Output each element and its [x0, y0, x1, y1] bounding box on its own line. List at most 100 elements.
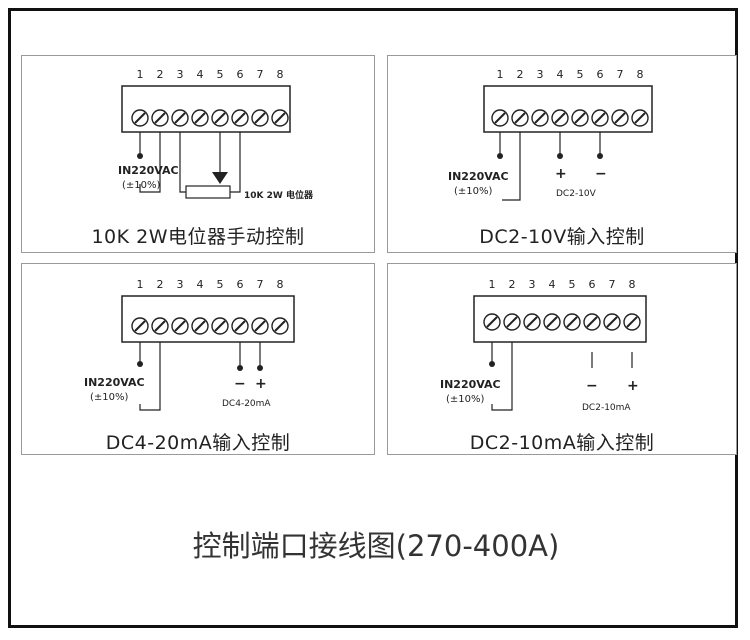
screw-slot [494, 112, 506, 124]
pin-number-1: 1 [137, 278, 144, 291]
pin-number-1: 1 [137, 68, 144, 81]
screw-slot [254, 320, 266, 332]
pin-number-3: 3 [529, 278, 536, 291]
input-voltage-label: IN220VAC [448, 170, 509, 183]
pin-number-6: 6 [589, 278, 596, 291]
screw-slot [614, 112, 626, 124]
screw-terminal-icon [251, 109, 269, 127]
pin-number-2: 2 [157, 68, 164, 81]
pin-number-8: 8 [629, 278, 636, 291]
wire-pin3 [179, 132, 186, 193]
tolerance-label: (±10%) [454, 186, 493, 197]
signal-label: DC2-10mA [582, 403, 631, 413]
screw-slot [594, 112, 606, 124]
pin-number-8: 8 [277, 278, 284, 291]
screw-slot [274, 320, 286, 332]
screw-terminal-icon [583, 313, 601, 331]
pin-number-5: 5 [577, 68, 584, 81]
minus-sign: − [586, 378, 598, 394]
screw-slot [254, 112, 266, 124]
panel-caption: DC2-10mA输入控制 [469, 432, 655, 454]
wire-pin1-dot [489, 361, 495, 367]
wiper-arrow-icon [212, 172, 228, 184]
wire-pin2 [491, 342, 513, 411]
screw-terminal-icon [531, 109, 549, 127]
screw-terminal-icon [543, 313, 561, 331]
terminal-screws [131, 109, 289, 127]
terminal-block [121, 295, 295, 343]
pin-number-2: 2 [517, 68, 524, 81]
screw-terminal-icon [231, 317, 249, 335]
pin-number-5: 5 [217, 68, 224, 81]
screw-terminal-icon [191, 317, 209, 335]
screw-terminal-icon [211, 317, 229, 335]
wire-pin2 [139, 132, 161, 193]
screw-terminal-icon [551, 109, 569, 127]
potentiometer-resistor [185, 185, 231, 199]
panel-caption: DC2-10V输入控制 [479, 226, 645, 248]
terminal-screws [491, 109, 649, 127]
wire-pin1-dot [497, 153, 503, 159]
wire-pin6 [230, 132, 241, 193]
wire-pin4-dot [557, 153, 563, 159]
pin-number-1: 1 [497, 68, 504, 81]
screw-slot [506, 316, 518, 328]
screw-terminal-icon [503, 313, 521, 331]
screw-slot [214, 112, 226, 124]
screw-terminal-icon [511, 109, 529, 127]
input-voltage-label: IN220VAC [440, 378, 501, 391]
plus-sign: + [255, 376, 267, 392]
screw-slot [234, 320, 246, 332]
screw-slot [214, 320, 226, 332]
tolerance-label: (±10%) [446, 394, 485, 405]
pin-number-7: 7 [257, 278, 264, 291]
wire-pin7-dot [257, 365, 263, 371]
screw-terminal-icon [563, 313, 581, 331]
tolerance-label: (±10%) [90, 392, 129, 403]
pin-number-5: 5 [217, 278, 224, 291]
panel-caption: 10K 2W电位器手动控制 [91, 226, 305, 248]
screw-terminal-icon [231, 109, 249, 127]
screw-terminal-icon [131, 317, 149, 335]
pin-number-3: 3 [177, 68, 184, 81]
terminal-block [483, 85, 653, 133]
pin-number-7: 7 [257, 68, 264, 81]
screw-slot [234, 112, 246, 124]
screw-slot [486, 316, 498, 328]
screw-slot [586, 316, 598, 328]
screw-terminal-icon [491, 109, 509, 127]
screw-slot [574, 112, 586, 124]
potentiometer-label: 10K 2W 电位器 [244, 189, 314, 201]
screw-terminal-icon [211, 109, 229, 127]
pin-number-2: 2 [157, 278, 164, 291]
page-title: 控制端口接线图(270-400A) [192, 529, 560, 563]
wire-pin2 [139, 342, 161, 411]
screw-terminal-icon [191, 109, 209, 127]
screw-terminal-icon [131, 109, 149, 127]
screw-slot [134, 112, 146, 124]
pin-number-3: 3 [177, 278, 184, 291]
screw-terminal-icon [611, 109, 629, 127]
screw-terminal-icon [151, 317, 169, 335]
terminal-screws [131, 317, 289, 335]
screw-slot [154, 320, 166, 332]
screw-slot [626, 316, 638, 328]
signal-label: DC4-20mA [222, 399, 271, 409]
input-voltage-label: IN220VAC [84, 376, 145, 389]
screw-terminal-icon [523, 313, 541, 331]
screw-slot [546, 316, 558, 328]
pin-number-4: 4 [549, 278, 556, 291]
screw-slot [534, 112, 546, 124]
pin-number-4: 4 [197, 68, 204, 81]
screw-slot [566, 316, 578, 328]
input-voltage-label: IN220VAC [118, 164, 179, 177]
